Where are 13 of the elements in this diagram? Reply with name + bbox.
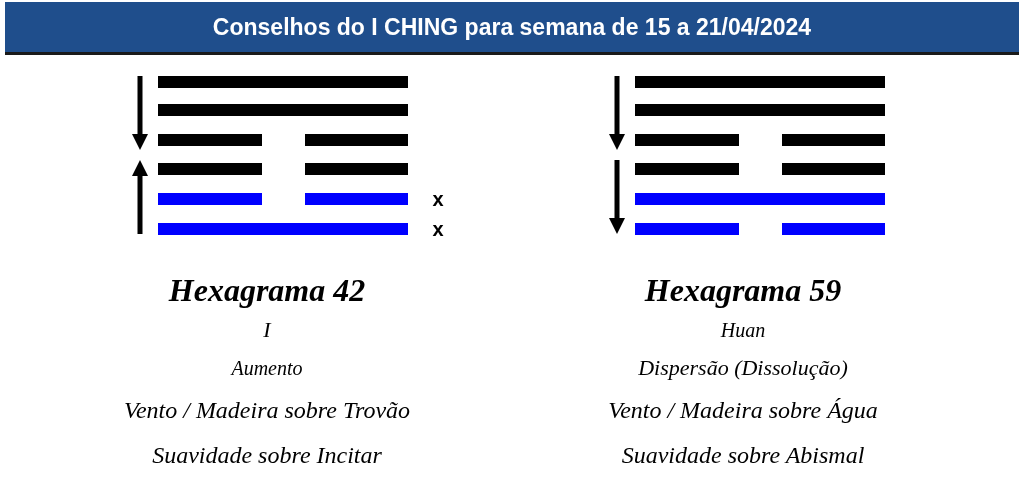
hexagram-meaning: Dispersão (Dissolução) <box>638 355 848 381</box>
trigram-description: Vento / Madeira sobre Água <box>608 396 878 424</box>
hexagram-name: I <box>263 317 271 343</box>
hexagram-meaning: Aumento <box>231 356 303 380</box>
trigram-quality: Suavidade sobre Incitar <box>152 441 382 469</box>
hexagram-name: Huan <box>720 318 766 342</box>
trigram-description: Vento / Madeira sobre Trovão <box>123 396 411 424</box>
x-mark: x <box>432 187 444 211</box>
trigram-quality: Suavidade sobre Abismal <box>621 441 865 469</box>
hexagram-heading: Hexagrama 42 <box>168 271 366 309</box>
title-bar: Conselhos do I CHING para semana de 15 a 21/04/2024 <box>5 2 1019 55</box>
x-mark: x <box>432 217 444 241</box>
hexagram-heading: Hexagrama 59 <box>644 271 842 309</box>
